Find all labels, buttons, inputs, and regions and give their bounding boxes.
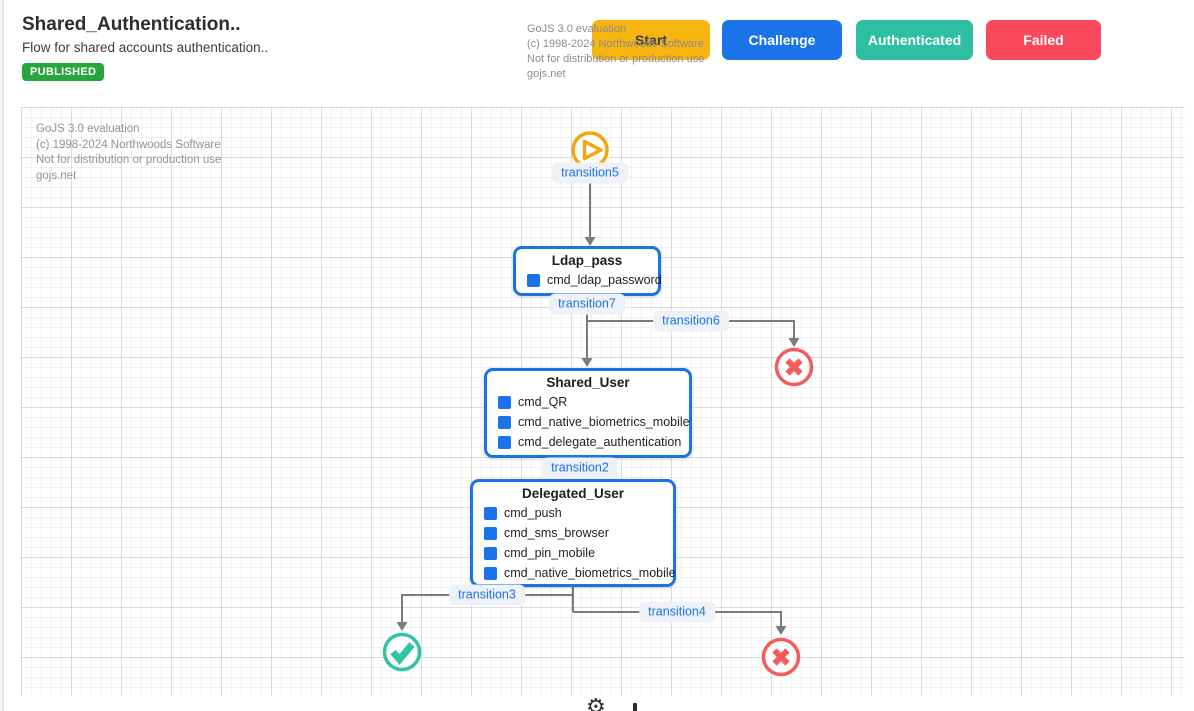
command-square-icon bbox=[484, 566, 497, 580]
start-button[interactable]: Start bbox=[592, 20, 710, 60]
watermark-line: (c) 1998-2024 Northwoods Software bbox=[36, 138, 221, 151]
collapsed-sidebar-strip[interactable] bbox=[0, 0, 4, 711]
toolbar-partial-icon[interactable] bbox=[633, 703, 637, 711]
link-arrowheads bbox=[396, 237, 800, 635]
node-title: Delegated_User bbox=[521, 486, 625, 501]
page-subtitle: Flow for shared accounts authentication.… bbox=[22, 40, 269, 55]
command-label: cmd_native_biometrics_mobile bbox=[504, 566, 676, 580]
edge-label-transition7[interactable]: transition7 bbox=[549, 293, 625, 315]
command-square-icon bbox=[498, 395, 511, 409]
failure-node-icon-top[interactable] bbox=[774, 347, 814, 387]
gojs-watermark-canvas: GoJS 3.0 evaluation (c) 1998-2024 Northw… bbox=[36, 122, 221, 184]
command-item[interactable]: cmd_ldap_password bbox=[516, 270, 662, 290]
command-label: cmd_native_biometrics_mobile bbox=[518, 415, 690, 429]
command-square-icon bbox=[484, 526, 497, 540]
command-item[interactable]: cmd_native_biometrics_mobile bbox=[473, 563, 676, 583]
challenge-button[interactable]: Challenge bbox=[722, 20, 842, 60]
failure-node-icon-bottom[interactable] bbox=[761, 637, 801, 677]
gojs-watermark-header: GoJS 3.0 evaluation (c) 1998-2024 Northw… bbox=[527, 22, 704, 82]
node-title: Ldap_pass bbox=[551, 253, 623, 268]
command-square-icon bbox=[484, 506, 497, 520]
edge-label-transition5[interactable]: transition5 bbox=[552, 162, 628, 184]
command-item[interactable]: cmd_native_biometrics_mobile bbox=[487, 412, 690, 432]
command-label: cmd_sms_browser bbox=[504, 526, 609, 540]
status-badge: PUBLISHED bbox=[22, 63, 105, 81]
edge-label-transition2[interactable]: transition2 bbox=[542, 457, 618, 479]
state-node-ldap-pass[interactable]: Ldap_pass cmd_ldap_password bbox=[513, 246, 662, 296]
command-label: cmd_ldap_password bbox=[547, 273, 662, 287]
command-square-icon bbox=[498, 435, 511, 449]
command-item[interactable]: cmd_delegate_authentication bbox=[487, 432, 689, 452]
edge-label-transition3[interactable]: transition3 bbox=[449, 584, 525, 606]
failed-button[interactable]: Failed bbox=[986, 20, 1101, 60]
watermark-line: Not for distribution or production use bbox=[527, 53, 705, 65]
gear-icon[interactable]: ⚙ bbox=[586, 694, 606, 711]
watermark-line: Not for distribution or production use bbox=[36, 154, 222, 166]
command-label: cmd_pin_mobile bbox=[504, 546, 596, 560]
command-label: cmd_QR bbox=[518, 395, 568, 409]
edge-label-transition4[interactable]: transition4 bbox=[639, 601, 715, 623]
watermark-line: GoJS 3.0 evaluation bbox=[527, 23, 627, 35]
edge-label-transition6[interactable]: transition6 bbox=[653, 310, 729, 332]
command-square-icon bbox=[527, 273, 540, 287]
watermark-line: GoJS 3.0 evaluation bbox=[36, 123, 140, 135]
state-node-shared-user[interactable]: Shared_User cmd_QR cmd_native_biometrics… bbox=[484, 368, 692, 458]
command-square-icon bbox=[484, 546, 497, 560]
watermark-line: (c) 1998-2024 Northwoods Software bbox=[527, 38, 704, 50]
success-node-icon[interactable] bbox=[382, 632, 422, 672]
command-item[interactable]: cmd_sms_browser bbox=[473, 523, 673, 543]
command-item[interactable]: cmd_QR bbox=[487, 392, 689, 412]
command-square-icon bbox=[498, 415, 511, 429]
watermark-line: gojs.net bbox=[36, 169, 77, 182]
node-title: Shared_User bbox=[546, 375, 630, 390]
watermark-line: gojs.net bbox=[527, 68, 566, 80]
command-item[interactable]: cmd_pin_mobile bbox=[473, 543, 673, 563]
command-label: cmd_push bbox=[504, 506, 562, 520]
command-label: cmd_delegate_authentication bbox=[518, 435, 682, 449]
authenticated-button[interactable]: Authenticated bbox=[856, 20, 973, 60]
command-item[interactable]: cmd_push bbox=[473, 503, 673, 523]
page-title: Shared_Authentication.. bbox=[22, 14, 241, 35]
state-node-delegated-user[interactable]: Delegated_User cmd_push cmd_sms_browser … bbox=[470, 479, 676, 587]
